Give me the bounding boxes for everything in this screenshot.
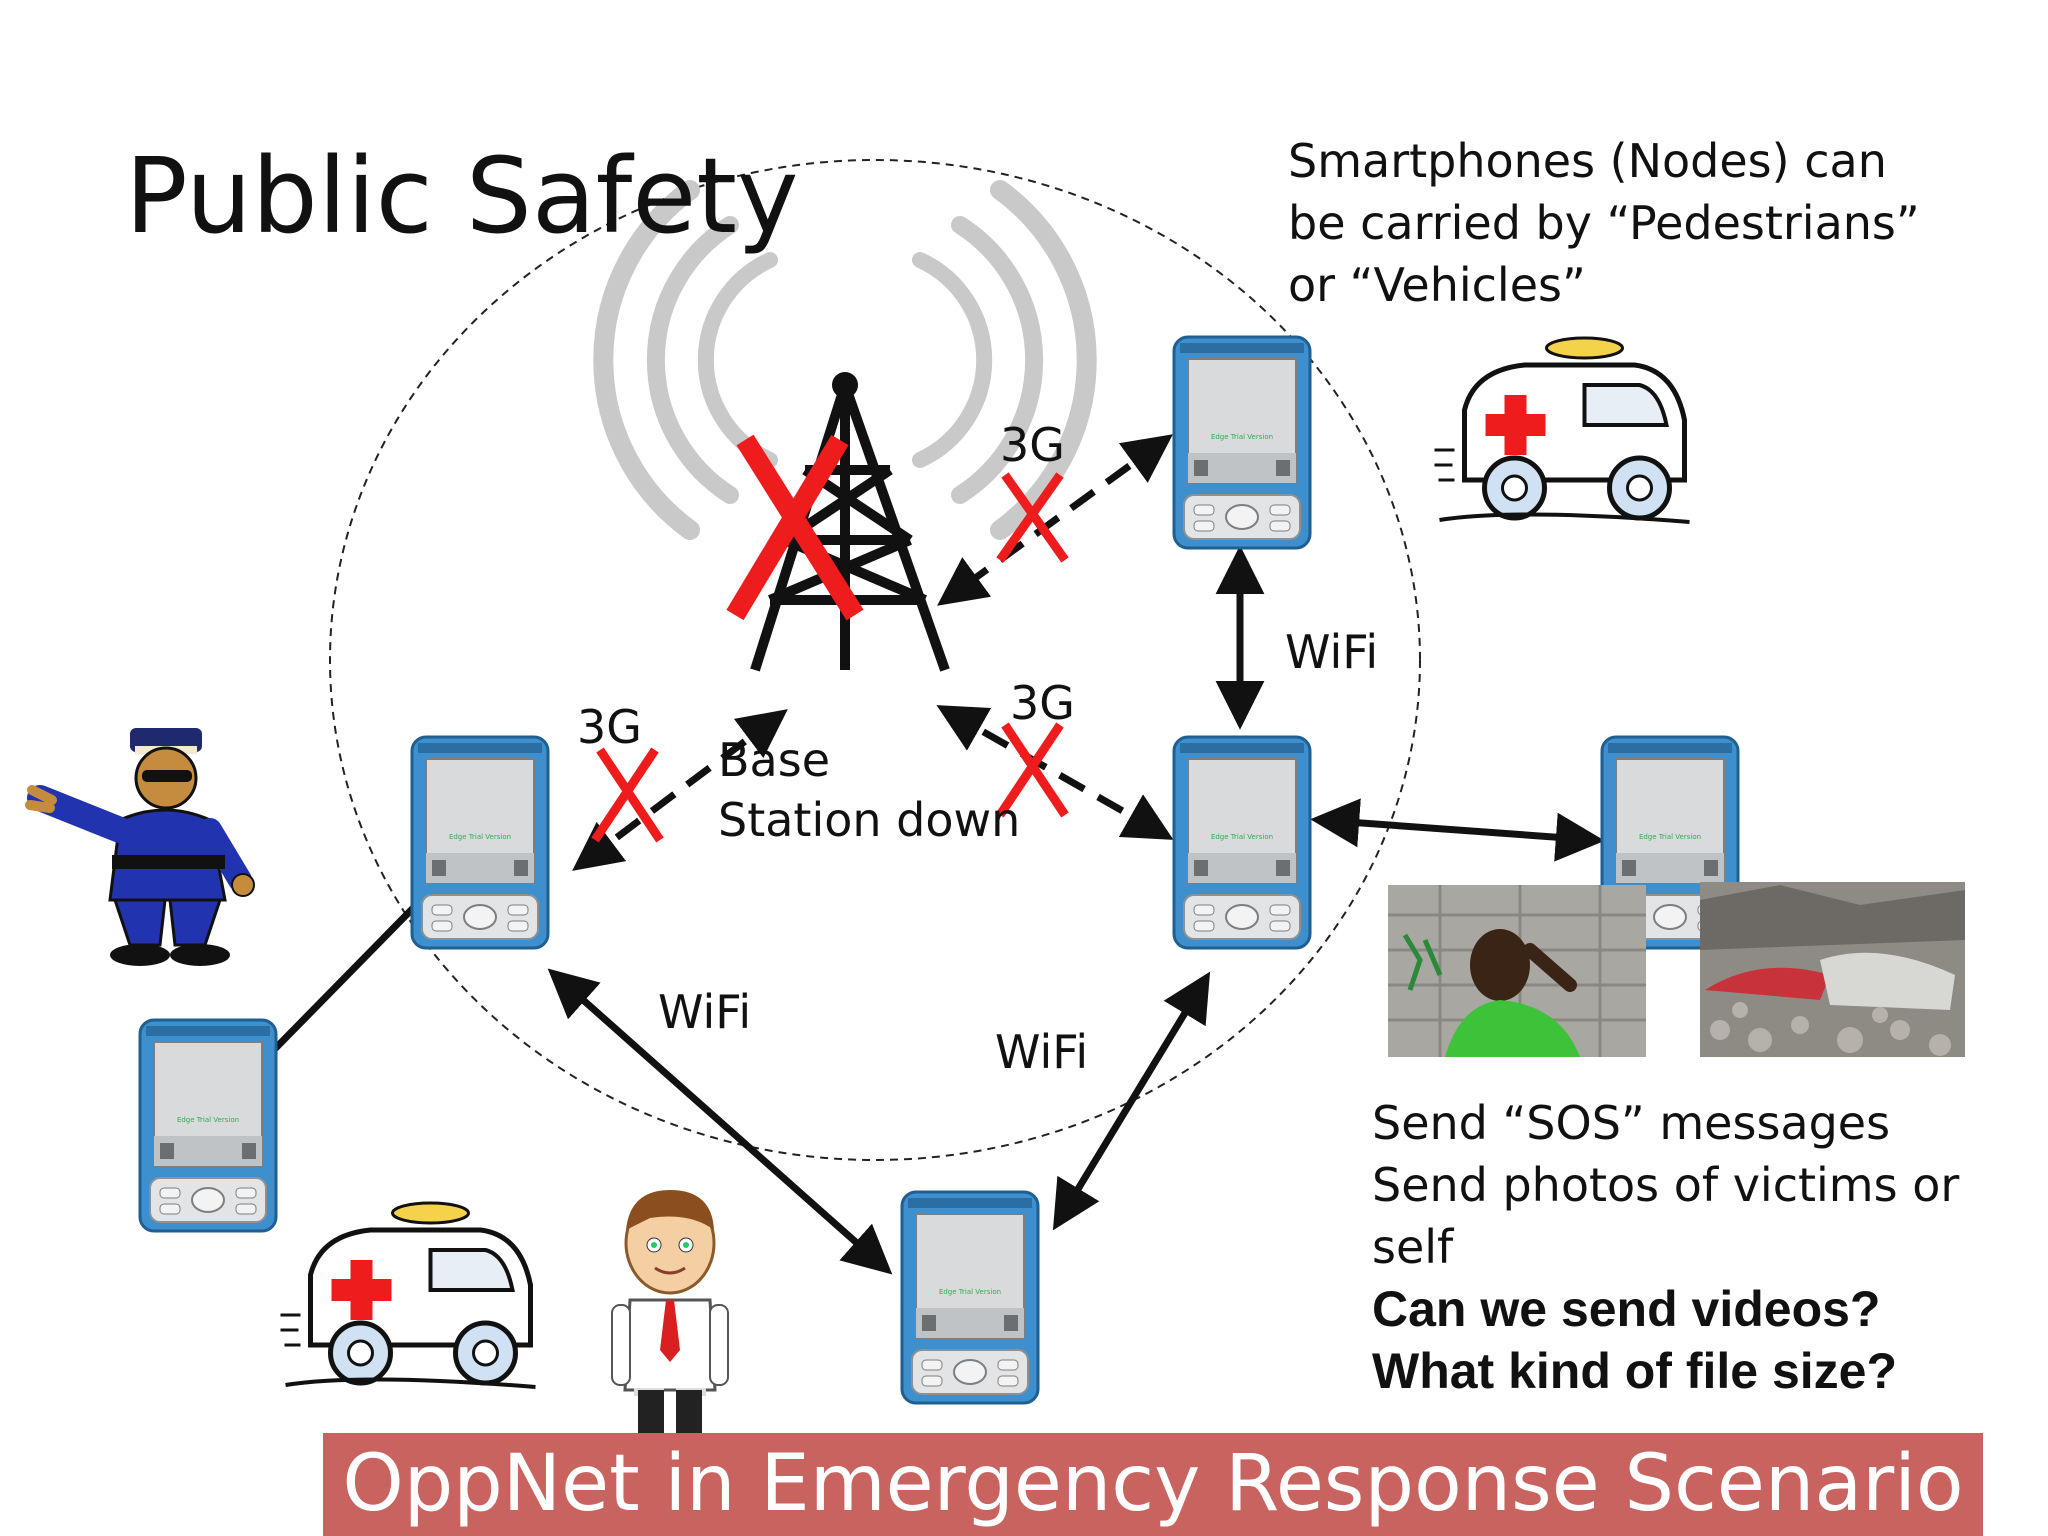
pedestrian-icon <box>611 1190 729 1442</box>
victim-photo <box>1388 885 1646 1057</box>
g3-label-top: 3G <box>1000 418 1065 472</box>
question-line: What kind of file size? <box>1372 1343 1898 1399</box>
smartphone-icon[interactable] <box>138 1018 278 1233</box>
ambulance-icon <box>281 1203 536 1387</box>
coverage-circle <box>329 159 1421 1161</box>
smartphone-icon[interactable] <box>900 1190 1040 1405</box>
base-station-line: Station down <box>718 793 1021 847</box>
nodes-note-line: Smartphones (Nodes) can <box>1288 134 1887 188</box>
g3-label-left: 3G <box>577 700 642 754</box>
g3-top-failure-x-icon <box>996 472 1069 563</box>
tower-failure-x-icon <box>726 434 864 621</box>
note-line: Send “SOS” messages <box>1372 1096 1891 1150</box>
g3-mid-failure-x-icon <box>996 722 1069 818</box>
page-title: Public Safety <box>125 135 799 257</box>
smartphone-icon[interactable] <box>1172 735 1312 950</box>
base-station-line: Base <box>718 733 831 787</box>
nodes-note-line: or “Vehicles” <box>1288 258 1586 312</box>
rubble-photo <box>1700 882 1965 1057</box>
smartphone-icon[interactable] <box>410 735 550 950</box>
nodes-note-line: be carried by “Pedestrians” <box>1288 196 1920 250</box>
scenario-banner: OppNet in Emergency Response Scenario <box>323 1433 1983 1536</box>
g3-left-failure-x-icon <box>591 747 664 843</box>
nodes-note: Smartphones (Nodes) can be carried by “P… <box>1288 130 1920 316</box>
police-officer-icon <box>25 728 255 966</box>
base-station-label: Base Station down <box>718 730 1020 850</box>
question-line: Can we send videos? <box>1372 1281 1881 1337</box>
wifi-link-bottom-right <box>1052 971 1211 1231</box>
capabilities-notes: Send “SOS” messages Send photos of victi… <box>1372 1092 1959 1402</box>
wifi-link-right <box>1310 798 1605 862</box>
g3-label-mid: 3G <box>1010 676 1075 730</box>
note-line: self <box>1372 1220 1454 1274</box>
ambulance-icon <box>1435 338 1690 522</box>
wifi-label-bottom-right: WiFi <box>995 1025 1089 1079</box>
wifi-link-bottom-left <box>547 968 893 1275</box>
note-line: Send photos of victims or <box>1372 1158 1960 1212</box>
wifi-label-bottom-left: WiFi <box>658 985 752 1039</box>
smartphone-icon[interactable] <box>1172 335 1312 550</box>
wifi-label-right: WiFi <box>1285 625 1379 679</box>
g3-link-top <box>937 434 1173 606</box>
